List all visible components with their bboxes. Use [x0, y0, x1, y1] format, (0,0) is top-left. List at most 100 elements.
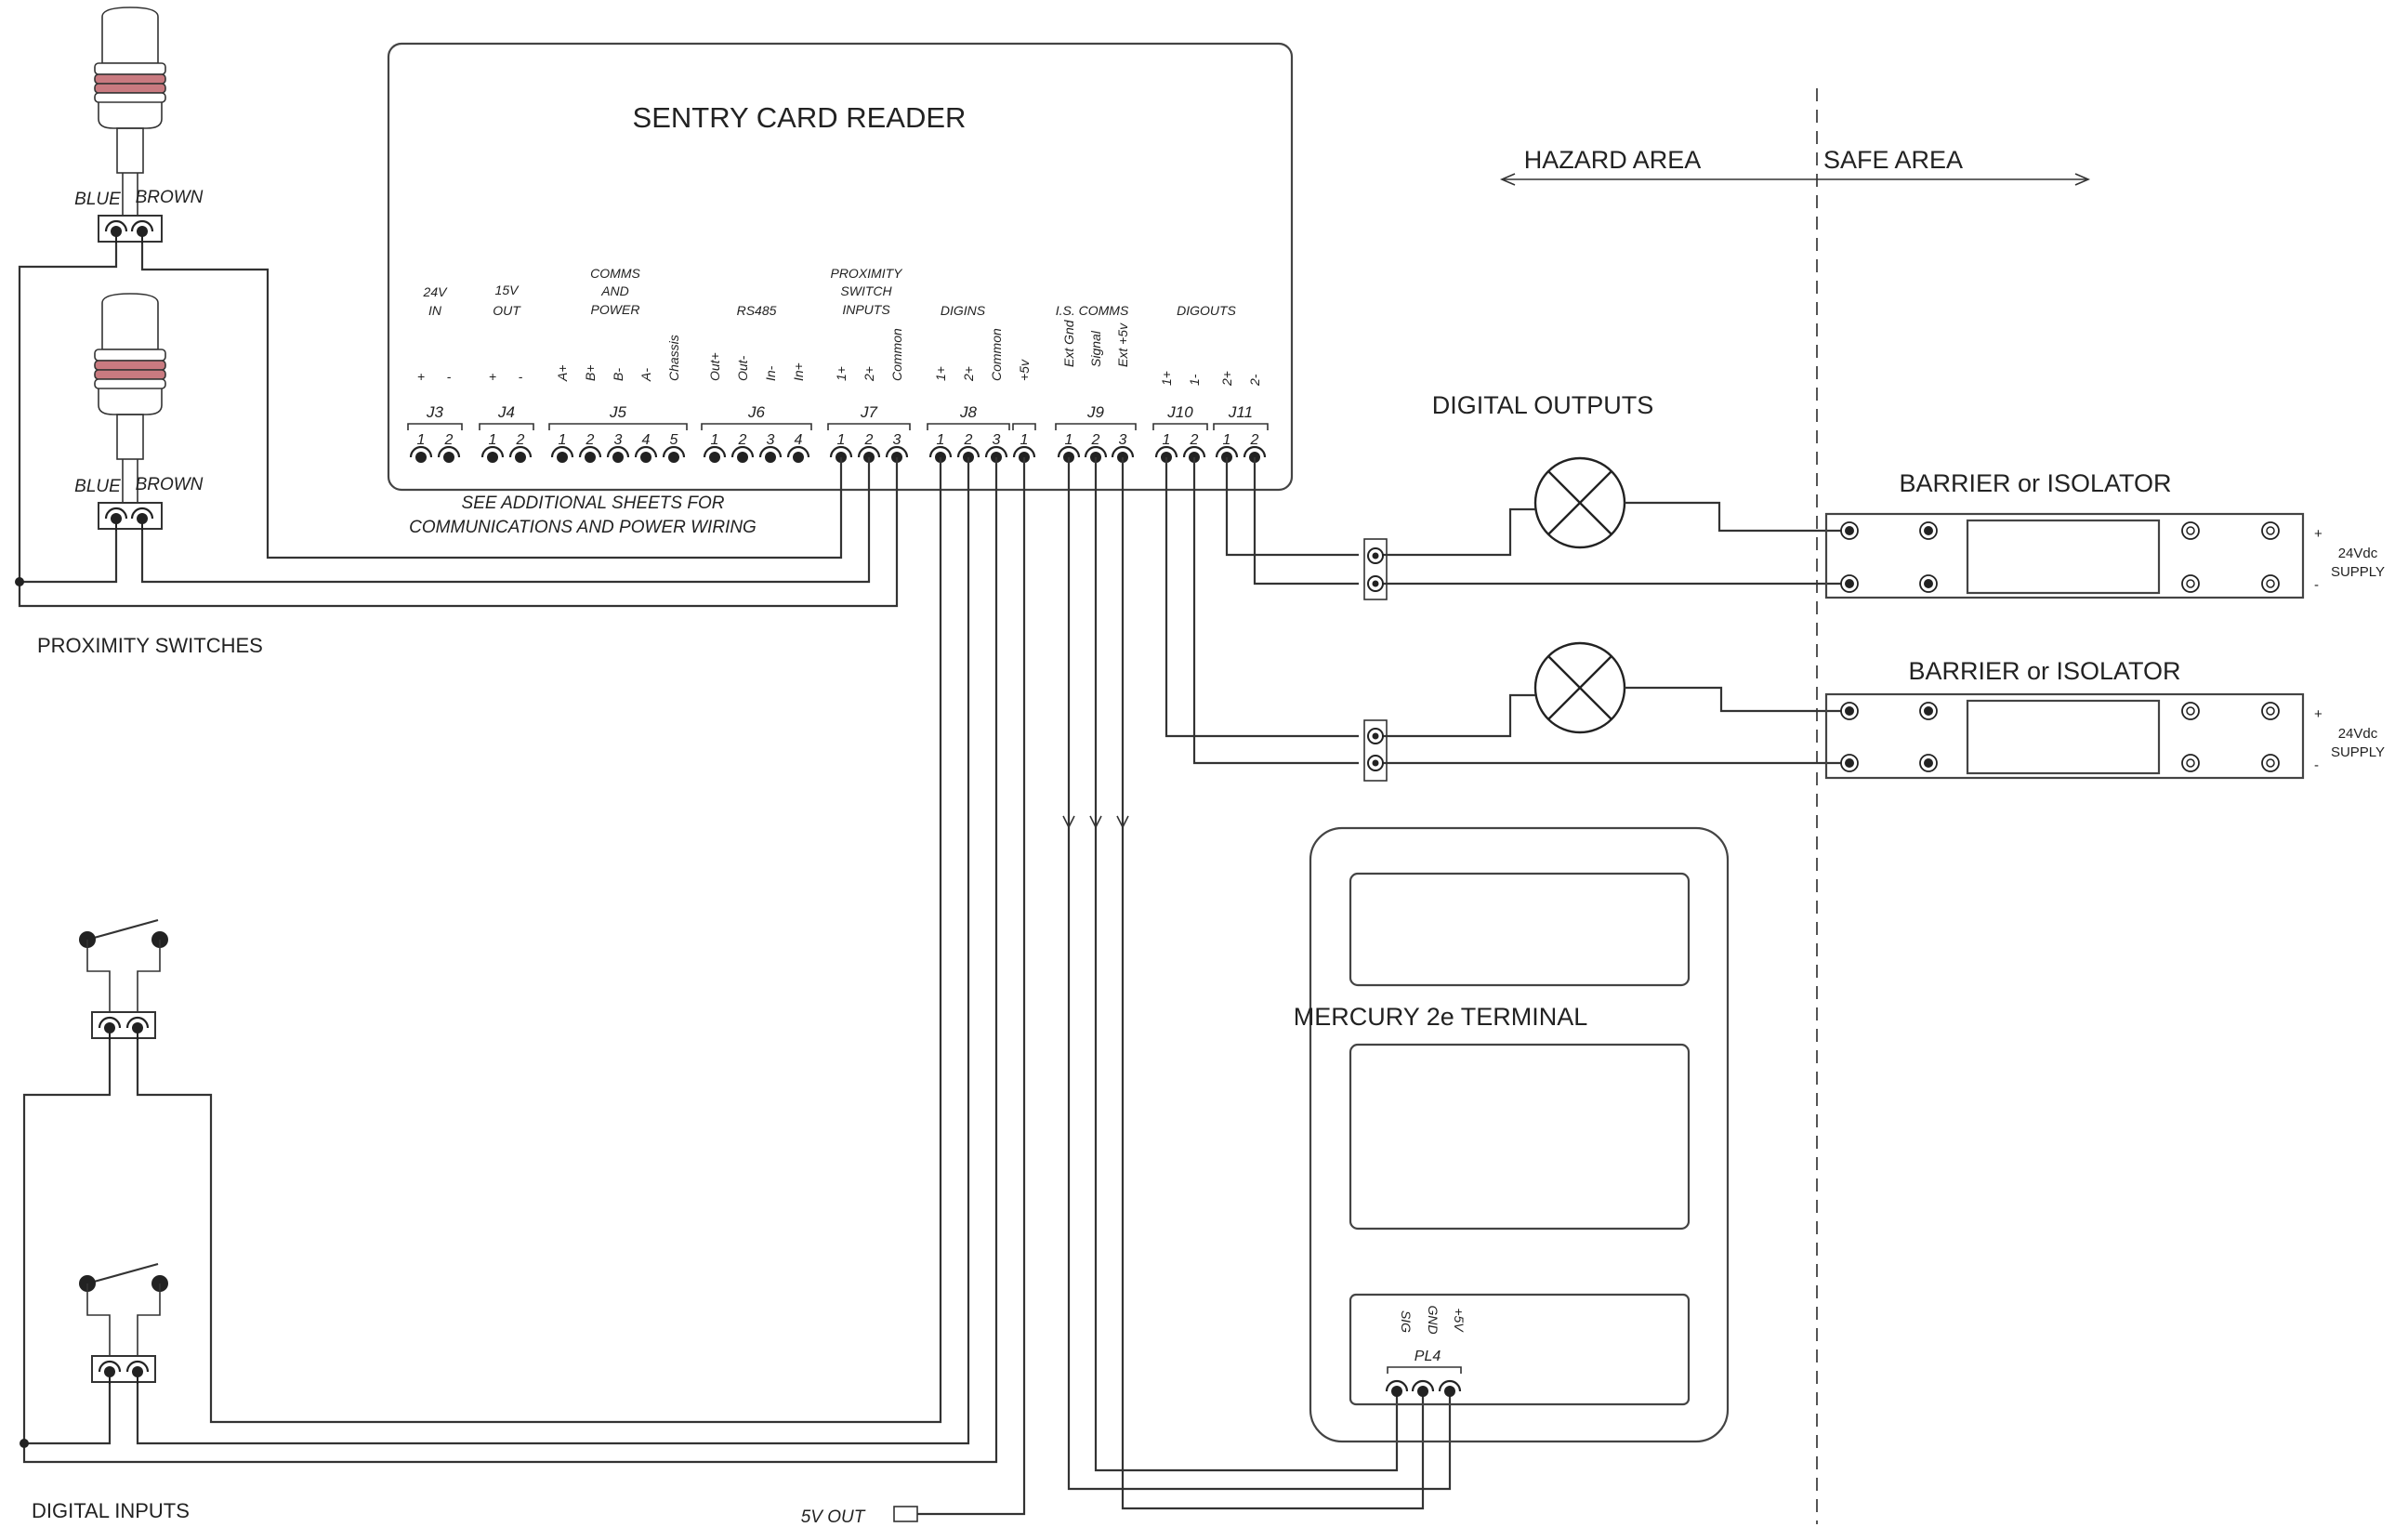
barrier-2-terms-hazard-terminal-2: [1840, 754, 1859, 772]
output-terminal-block-1: [1363, 538, 1388, 600]
barrier-2-terms-hazard-terminal-3: [1919, 702, 1938, 720]
signal-j5-1: A+: [555, 364, 570, 382]
barrier-1-terms-safe-terminal-4: [2261, 574, 2280, 593]
signal-j7-1: 1+: [834, 366, 849, 381]
barrier-2-plus: +: [2314, 706, 2322, 722]
signal-j10-2: 1-: [1187, 374, 1202, 386]
signal-j8-3: Common: [989, 328, 1004, 381]
pl4-connector: SIG GND +5V PL4: [1385, 1305, 1467, 1397]
barrier-1-terms-hazard-terminal-1: [1840, 521, 1859, 540]
pin-j6-2: [730, 445, 755, 463]
digital-output-wiring: [1165, 457, 1849, 765]
switch-2-terminal-block: [91, 1355, 156, 1384]
sensor-1-blue-label: BLUE: [74, 190, 121, 209]
pin-number-j10-2: 2: [1190, 432, 1199, 448]
barrier-1-terms-safe-terminal-1: [2181, 521, 2200, 540]
signal-j5-5: Chassis: [666, 335, 681, 381]
five-volt-out-label: 5V OUT: [801, 1507, 866, 1527]
pin-number-j10-1: 1: [1163, 432, 1171, 448]
barrier-2-supply-line1: 24Vdc: [2338, 726, 2378, 742]
signal-j4-1: +: [489, 369, 496, 384]
digital-input-wiring: [20, 457, 1026, 1522]
is-comms-wiring: [1062, 457, 1452, 1510]
pin-number-j8-1: 1: [937, 432, 945, 448]
connector-id-j9: J9: [1086, 403, 1105, 421]
pl4-signal-gnd: GND: [1426, 1305, 1441, 1334]
pin-j5-4: [634, 445, 658, 463]
pin-j5-1: [550, 445, 574, 463]
barrier-2-terms-safe-terminal-1: [2181, 702, 2200, 720]
connector-id-j5: J5: [609, 403, 627, 421]
pin-number-j3-2: 2: [444, 432, 454, 448]
group-label-j7-line3: INPUTS: [842, 302, 890, 317]
proximity-sensor-1: [94, 7, 166, 218]
signal-j3-2: -: [447, 369, 452, 384]
barrier-2-terms-hazard-terminal-4: [1919, 754, 1938, 772]
group-label-j4-line2: OUT: [493, 303, 521, 318]
barrier-isolator-2: [1824, 692, 2305, 780]
group-label-j4-line1: 15V: [495, 283, 520, 297]
output-terminal-block-2: [1363, 719, 1388, 782]
proximity-switches-label: PROXIMITY SWITCHES: [37, 634, 263, 657]
terminal-keypad: [1349, 1043, 1691, 1231]
hazard-area-label: HAZARD AREA: [1524, 146, 1702, 174]
group-label-j6: RS485: [737, 303, 777, 318]
group-label-j5-line2: AND: [600, 283, 629, 298]
signal-j5-3: B-: [611, 368, 625, 381]
barrier-1-supply-line1: 24Vdc: [2338, 546, 2378, 561]
group-label-j7-line1: PROXIMITY: [830, 266, 903, 281]
signal-j6-4: In+: [791, 362, 806, 381]
pin-j5-3: [606, 445, 630, 463]
group-label-j3-line1: 24V: [423, 284, 449, 299]
signal-j6-1: Out+: [707, 352, 722, 381]
digital-input-switch-2: [79, 1262, 168, 1357]
pin-number-j6-1: 1: [711, 432, 719, 448]
barrier-2-terms-safe-terminal-3: [2261, 702, 2280, 720]
signal-j11-2: 2-: [1247, 374, 1262, 387]
group-label-j8: DIGINS: [941, 303, 986, 318]
lamp-2: [1533, 641, 1626, 734]
pin-j3-1: [409, 445, 433, 463]
sensor-1-brown-label: BROWN: [136, 188, 204, 207]
signal-j5-4: A-: [638, 368, 653, 382]
pin-number-j9-1: 1: [1065, 432, 1073, 448]
barrier-1-terms-safe-terminal-3: [2261, 521, 2280, 540]
sensor-2-blue-label: BLUE: [74, 477, 121, 496]
connector-id-j4: J4: [497, 403, 515, 421]
barrier-2-terms-safe-terminal-4: [2261, 754, 2280, 772]
pin-number-j5-3: 3: [614, 432, 623, 448]
signal-j7-3: Common: [889, 328, 904, 381]
pin-number-j11-2: 2: [1250, 432, 1259, 448]
connector-id-j7: J7: [860, 403, 878, 421]
signal-j8-1: 1+: [933, 366, 948, 381]
signal-j7-2: 2+: [862, 366, 876, 382]
connector-id-j3: J3: [426, 403, 444, 421]
connector-group-headings: 24V IN 15V OUT COMMS AND POWER RS485 PRO…: [423, 266, 1237, 318]
pin-j6-4: [786, 445, 810, 463]
signal-j6-2: Out-: [735, 355, 750, 381]
signal-j3-1: +: [417, 369, 425, 384]
pin-number-j8-2: 2: [964, 432, 973, 448]
pl4-pin-3: [1438, 1379, 1462, 1397]
connector-id-j6: J6: [747, 403, 766, 421]
group-label-j5-line3: POWER: [591, 302, 640, 317]
pin-j4-1: [480, 445, 505, 463]
pin-number-j6-3: 3: [767, 432, 775, 448]
barrier-1-title: BARRIER or ISOLATOR: [1899, 469, 2171, 497]
switch-1-terminal-block: [91, 1011, 156, 1040]
terminal-display: [1349, 872, 1691, 987]
terminal-connector-panel: [1349, 1293, 1691, 1406]
pin-number-j9-3: 3: [1119, 432, 1127, 448]
pl4-signal-5v: +5V: [1452, 1308, 1467, 1333]
signal-j11-1: 2+: [1219, 371, 1234, 387]
pin-number-j5-4: 4: [642, 432, 651, 448]
barrier-1-minus: -: [2314, 577, 2319, 593]
